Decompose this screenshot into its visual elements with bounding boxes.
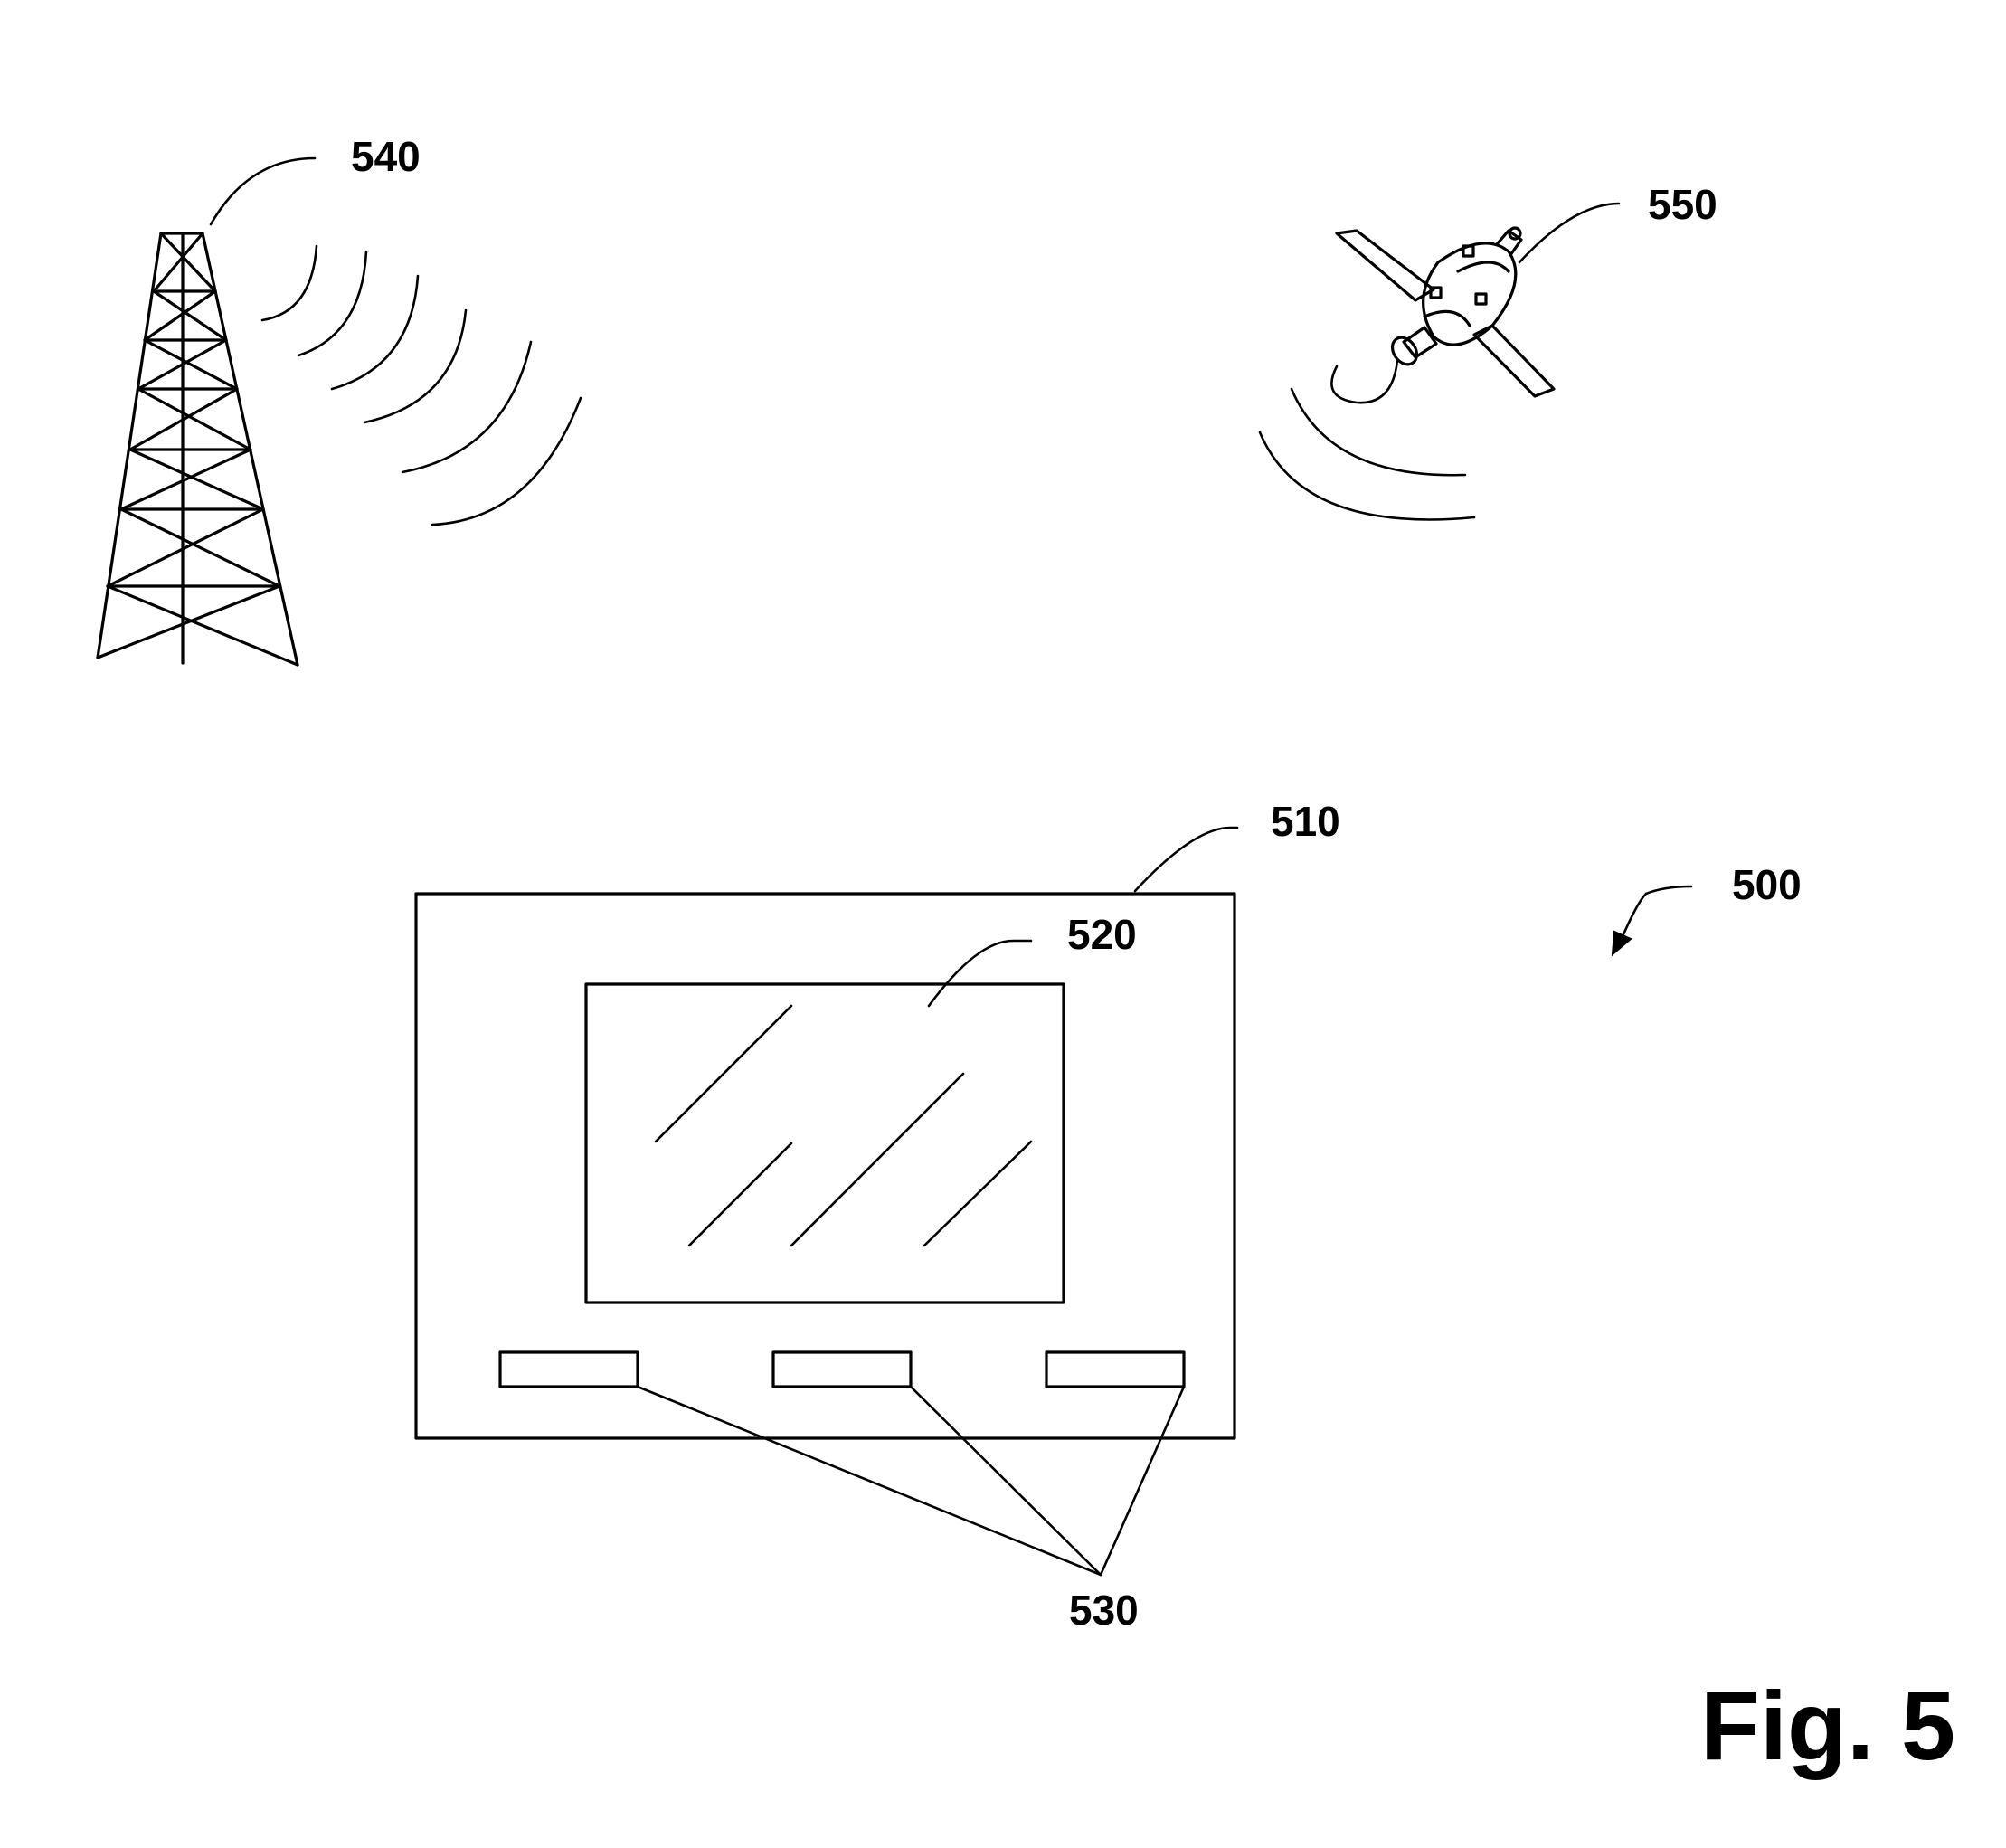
- leader-lines-530: [638, 1387, 1184, 1575]
- device-510: [416, 894, 1235, 1438]
- label-520: 520: [1067, 911, 1137, 958]
- satellite-icon: [1260, 228, 1554, 519]
- button-530-left: [500, 1352, 638, 1387]
- label-550: 550: [1648, 181, 1717, 228]
- label-530: 530: [1069, 1587, 1139, 1634]
- leader-line-520: [929, 941, 1031, 1006]
- label-540: 540: [351, 133, 421, 180]
- display-screen-520: [586, 984, 1064, 1303]
- button-530-right: [1046, 1352, 1184, 1387]
- screen-glare-lines: [656, 1006, 1031, 1246]
- cell-tower-icon: [98, 233, 581, 665]
- leader-arrow-500: [1613, 886, 1691, 954]
- figure-caption: Fig. 5: [1700, 1671, 1955, 1780]
- leader-line-540: [211, 158, 315, 224]
- leader-line-510: [1135, 828, 1237, 891]
- leader-line-550: [1519, 204, 1619, 262]
- label-500: 500: [1732, 861, 1802, 908]
- button-530-middle: [773, 1352, 911, 1387]
- label-510: 510: [1271, 798, 1340, 845]
